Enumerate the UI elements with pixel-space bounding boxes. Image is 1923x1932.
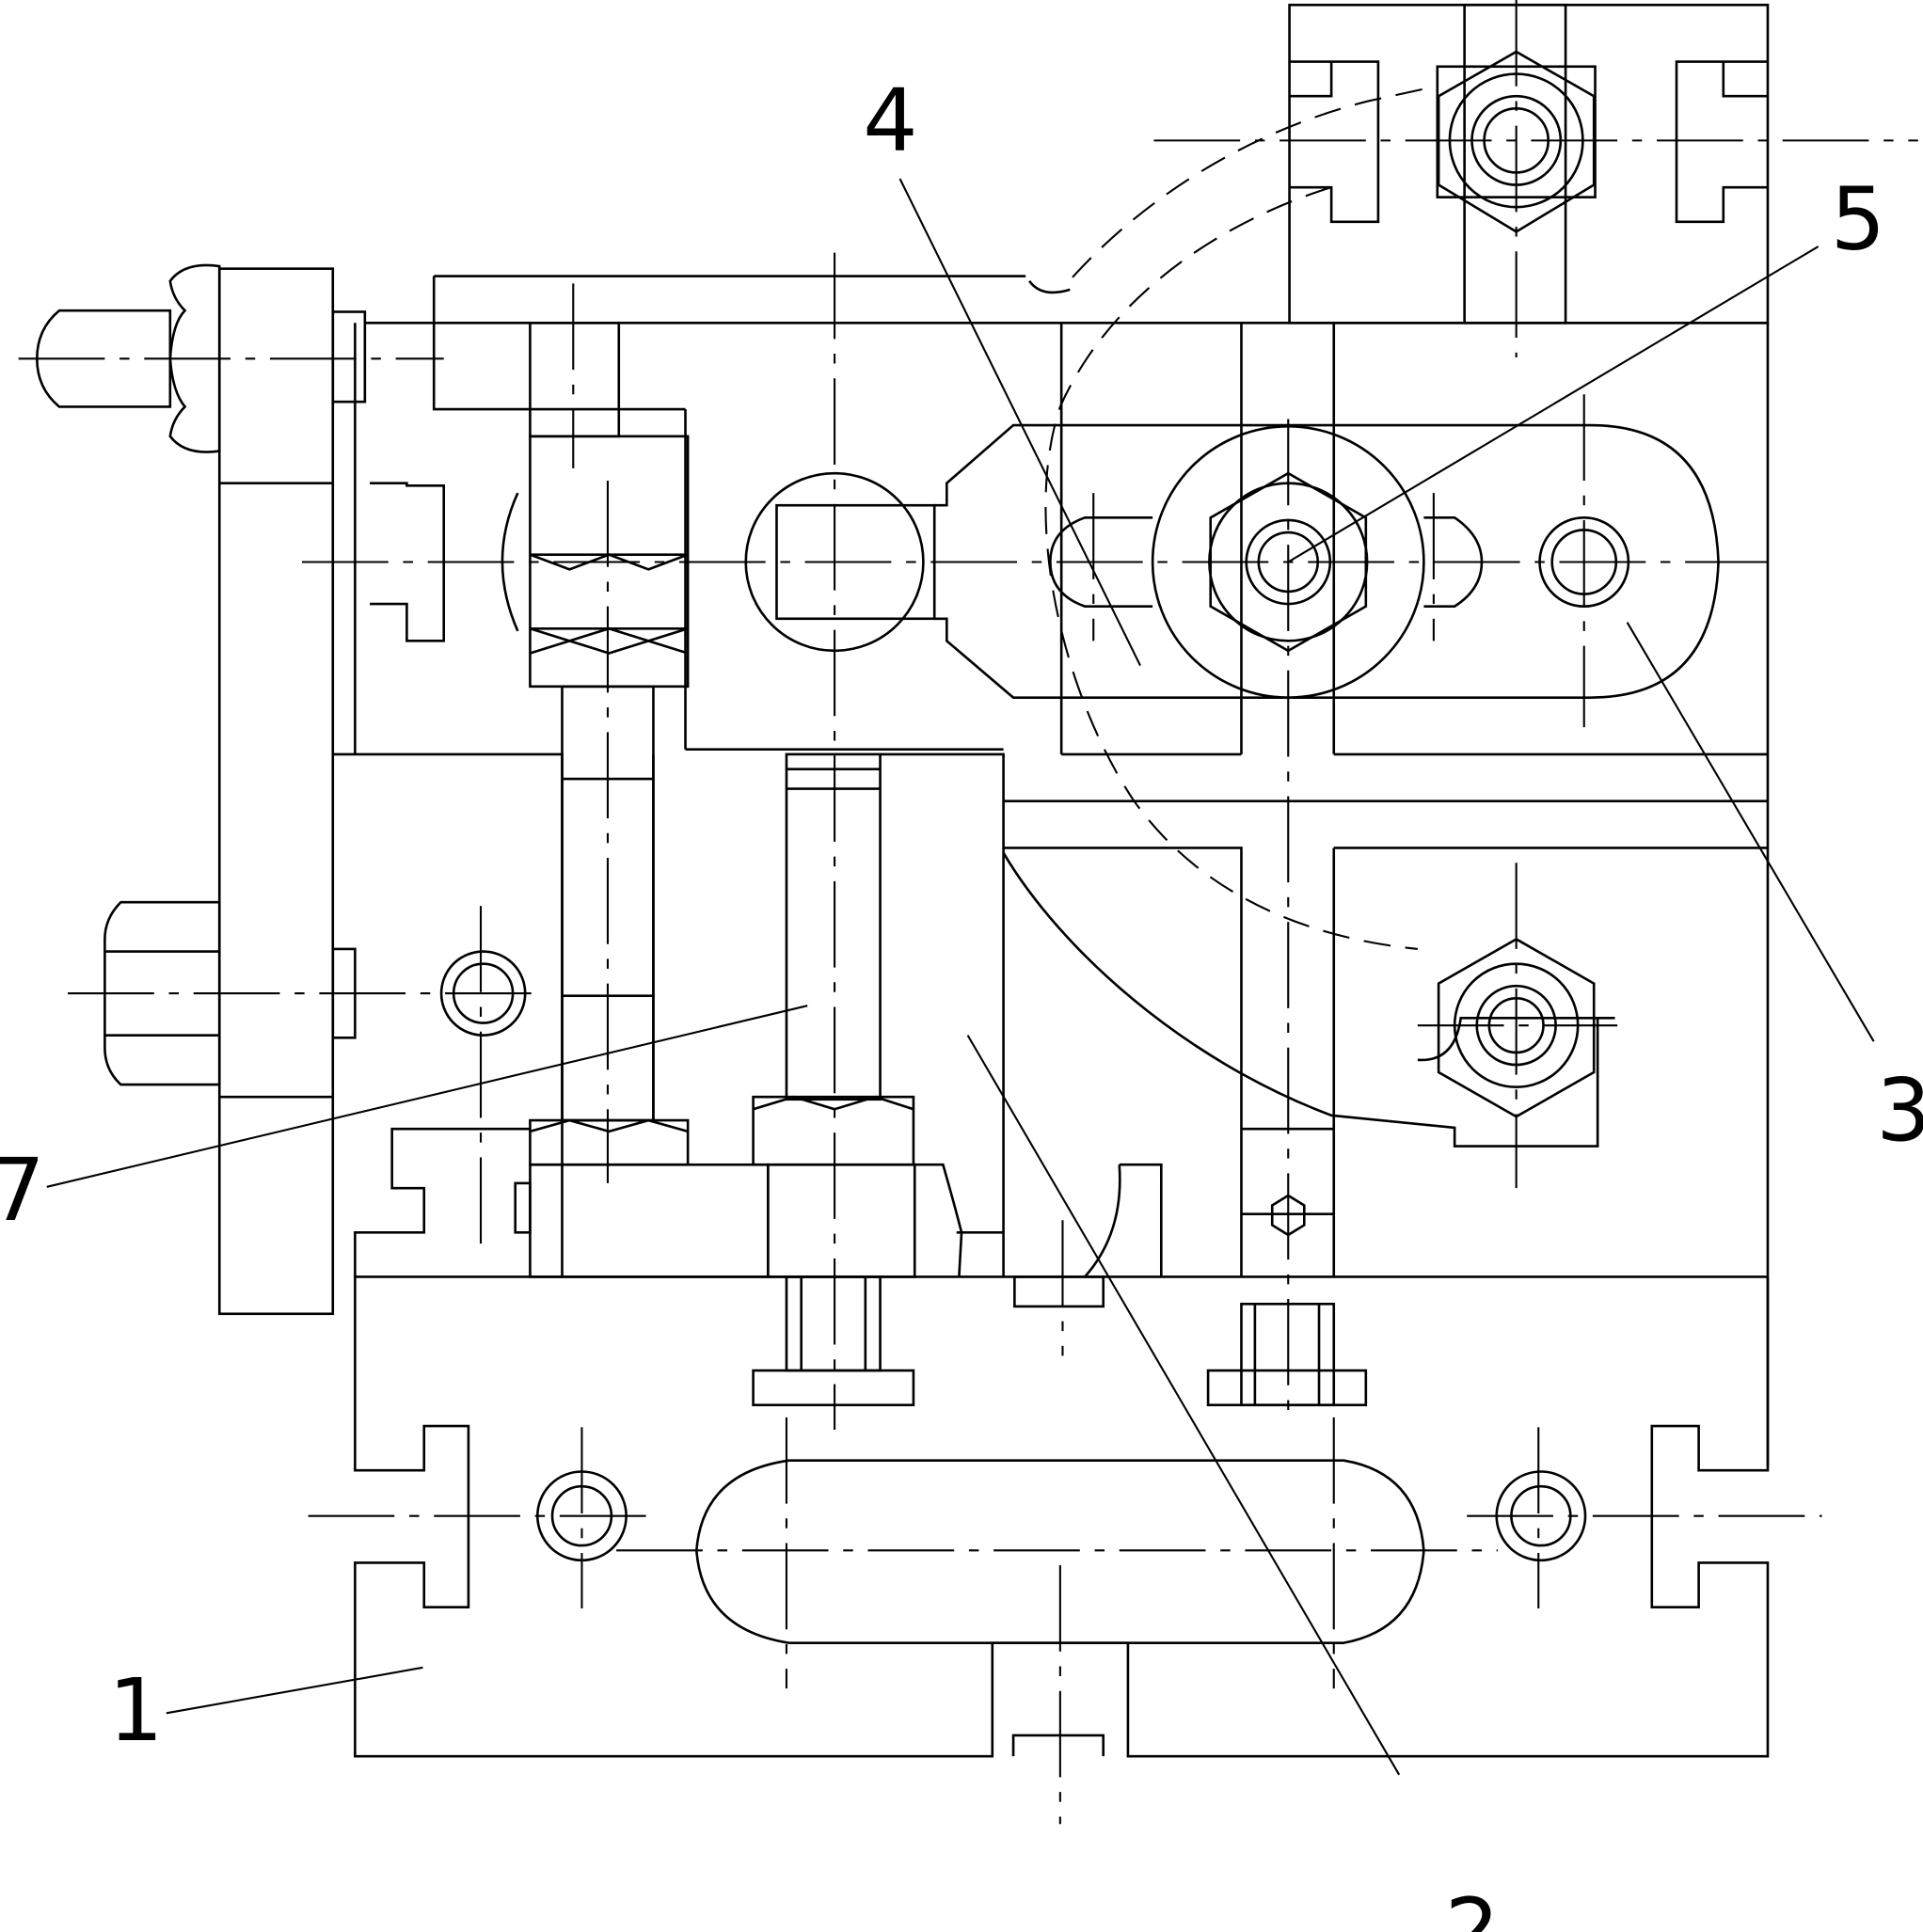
top-right-clamp-block [1028,0,1918,950]
left-plate-assembly [18,263,543,1316]
leader-lines [46,178,1875,1776]
base-plate [308,1275,1822,1825]
part-label-4: 4 [863,71,917,171]
part-label-3: 3 [1876,1060,1923,1161]
middle-body [332,685,1768,1356]
part-label-1: 1 [108,1660,163,1761]
part-label-5: 5 [1831,169,1885,270]
part-label-2: 2 [1445,1879,1500,1932]
part-label-7: 7 [0,1140,45,1241]
upper-frame [302,252,1770,1467]
lever-arm [1049,394,1630,1417]
